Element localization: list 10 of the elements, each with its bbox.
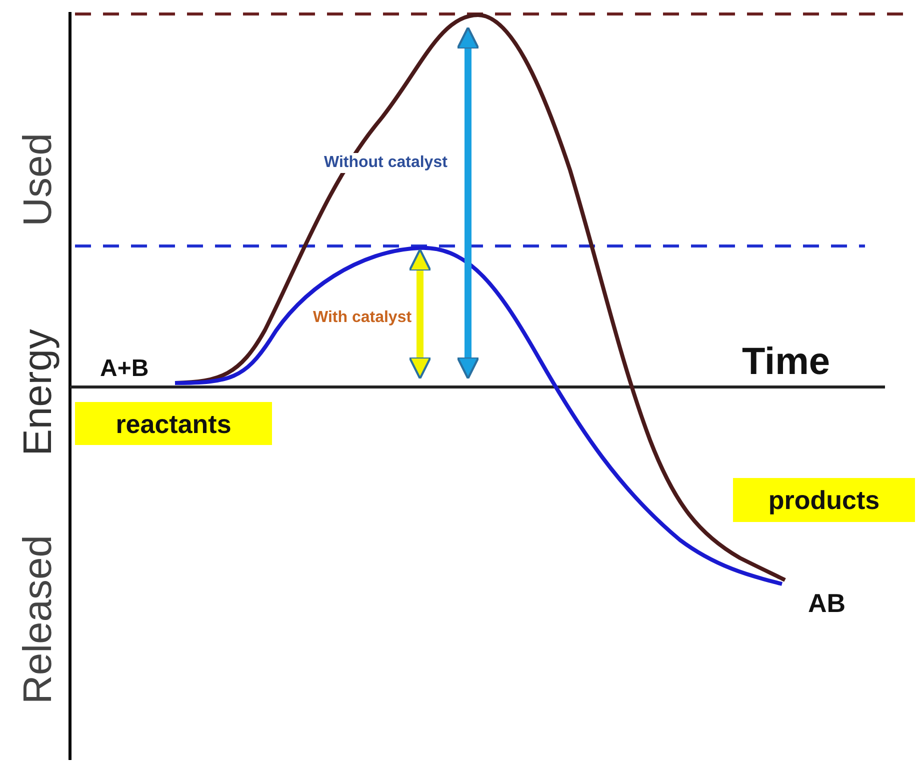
- axis-label: Time: [742, 343, 830, 381]
- axis-label: Energy: [18, 328, 58, 456]
- axis-label: Released: [18, 535, 58, 704]
- highlighted-label: products: [733, 478, 915, 522]
- point-label: AB: [808, 590, 846, 616]
- curve-label: With catalyst: [313, 310, 412, 326]
- axis-label: Used: [18, 133, 58, 227]
- curve-label: Without catalyst: [322, 153, 450, 173]
- highlighted-label: reactants: [75, 402, 272, 445]
- point-label: A+B: [100, 357, 149, 381]
